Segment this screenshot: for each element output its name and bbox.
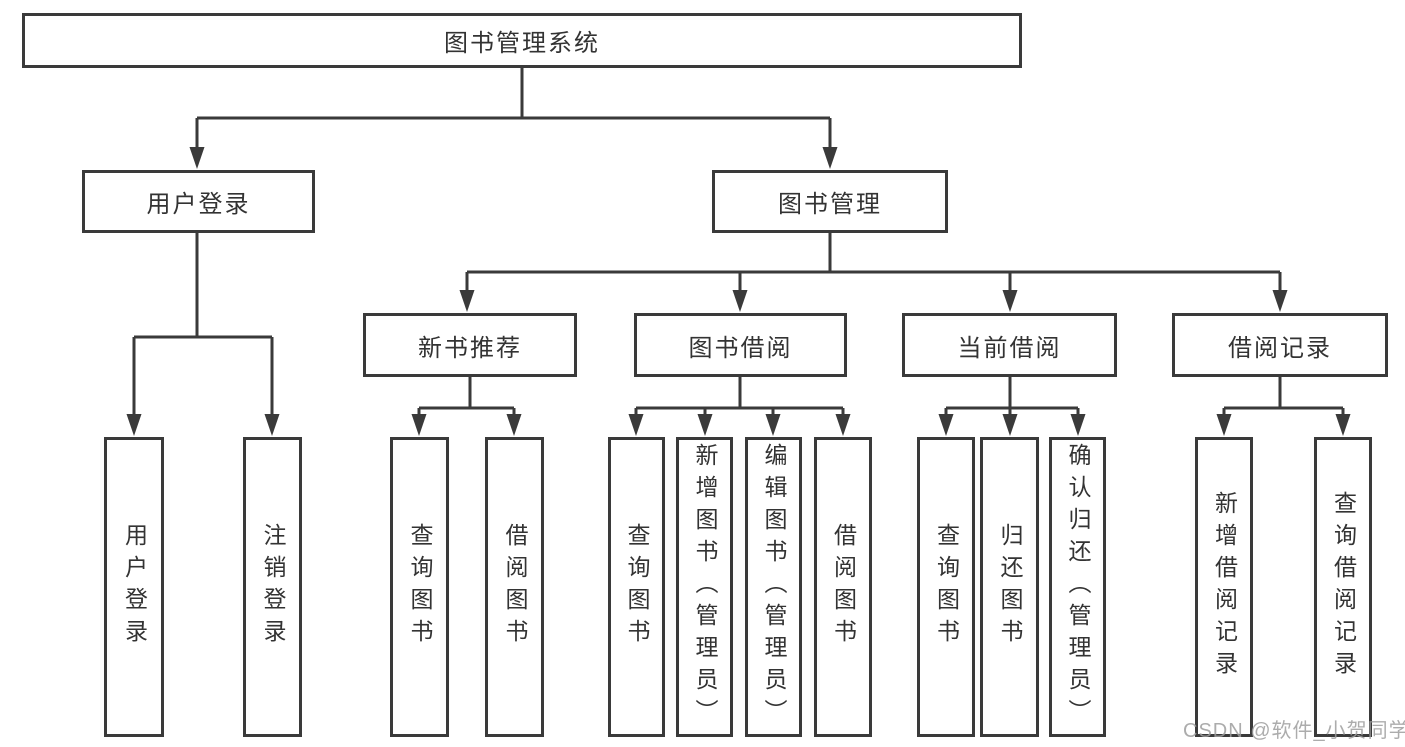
leaf-borrowing-search-books: 查询图书	[608, 437, 665, 737]
node-current-borrowing: 当前借阅	[902, 313, 1117, 377]
leaf-newbook-borrow-books-label: 借阅图书	[502, 523, 528, 651]
leaf-confirm-return-admin: 确认归还（管理员）	[1049, 437, 1106, 737]
leaf-user-login: 用户登录	[104, 437, 164, 737]
leaf-add-books-admin-label: 新增图书（管理员）	[692, 443, 718, 731]
leaf-edit-books-admin: 编辑图书（管理员）	[745, 437, 802, 737]
connector-newbook-to-leaves	[411, 377, 522, 436]
leaf-logout-label: 注销登录	[260, 523, 286, 651]
node-book-borrowing-label: 图书借阅	[688, 334, 793, 362]
connector-current-to-leaves	[938, 377, 1086, 436]
node-borrow-records-label: 借阅记录	[1228, 334, 1332, 362]
node-book-management: 图书管理	[712, 170, 948, 233]
connector-root-to-level2	[189, 68, 838, 169]
node-user-login: 用户登录	[82, 170, 315, 233]
leaf-borrowing-borrow-books-label: 借阅图书	[830, 523, 857, 651]
node-root-system-label: 图书管理系统	[444, 30, 600, 57]
leaf-confirm-return-admin-label: 确认归还（管理员）	[1065, 443, 1091, 731]
node-user-login-label: 用户登录	[146, 191, 251, 218]
connector-records-to-leaves	[1216, 377, 1351, 436]
leaf-newbook-search-books-label: 查询图书	[407, 523, 433, 651]
connector-bookmgmt-to-level3	[459, 233, 1288, 312]
node-borrow-records: 借阅记录	[1172, 313, 1388, 377]
leaf-borrowing-search-books-label: 查询图书	[624, 523, 650, 651]
connector-userlogin-to-leaves	[126, 233, 280, 436]
leaf-newbook-search-books: 查询图书	[390, 437, 449, 737]
node-root-system: 图书管理系统	[22, 13, 1022, 68]
node-book-borrowing: 图书借阅	[634, 313, 847, 377]
connector-borrowing-to-leaves	[628, 377, 851, 436]
csdn-watermark: CSDN @软件_小贺同学	[1183, 720, 1405, 742]
node-new-book-recommend: 新书推荐	[363, 313, 577, 377]
leaf-logout: 注销登录	[243, 437, 302, 737]
leaf-current-search-books-label: 查询图书	[933, 523, 960, 651]
leaf-user-login-label: 用户登录	[121, 523, 148, 651]
leaf-borrowing-borrow-books: 借阅图书	[814, 437, 872, 737]
leaf-add-borrow-record-label: 新增借阅记录	[1211, 491, 1238, 683]
leaf-add-books-admin: 新增图书（管理员）	[676, 437, 733, 737]
node-new-book-recommend-label: 新书推荐	[418, 334, 522, 362]
leaf-search-borrow-record-label: 查询借阅记录	[1330, 491, 1357, 683]
leaf-return-books-label: 归还图书	[997, 523, 1023, 651]
node-current-borrowing-label: 当前借阅	[957, 334, 1062, 362]
leaf-edit-books-admin-label: 编辑图书（管理员）	[761, 443, 787, 731]
node-book-management-label: 图书管理	[778, 191, 882, 218]
leaf-return-books: 归还图书	[980, 437, 1039, 737]
leaf-search-borrow-record: 查询借阅记录	[1314, 437, 1372, 737]
leaf-add-borrow-record: 新增借阅记录	[1195, 437, 1253, 737]
leaf-current-search-books: 查询图书	[917, 437, 975, 737]
leaf-newbook-borrow-books: 借阅图书	[485, 437, 544, 737]
